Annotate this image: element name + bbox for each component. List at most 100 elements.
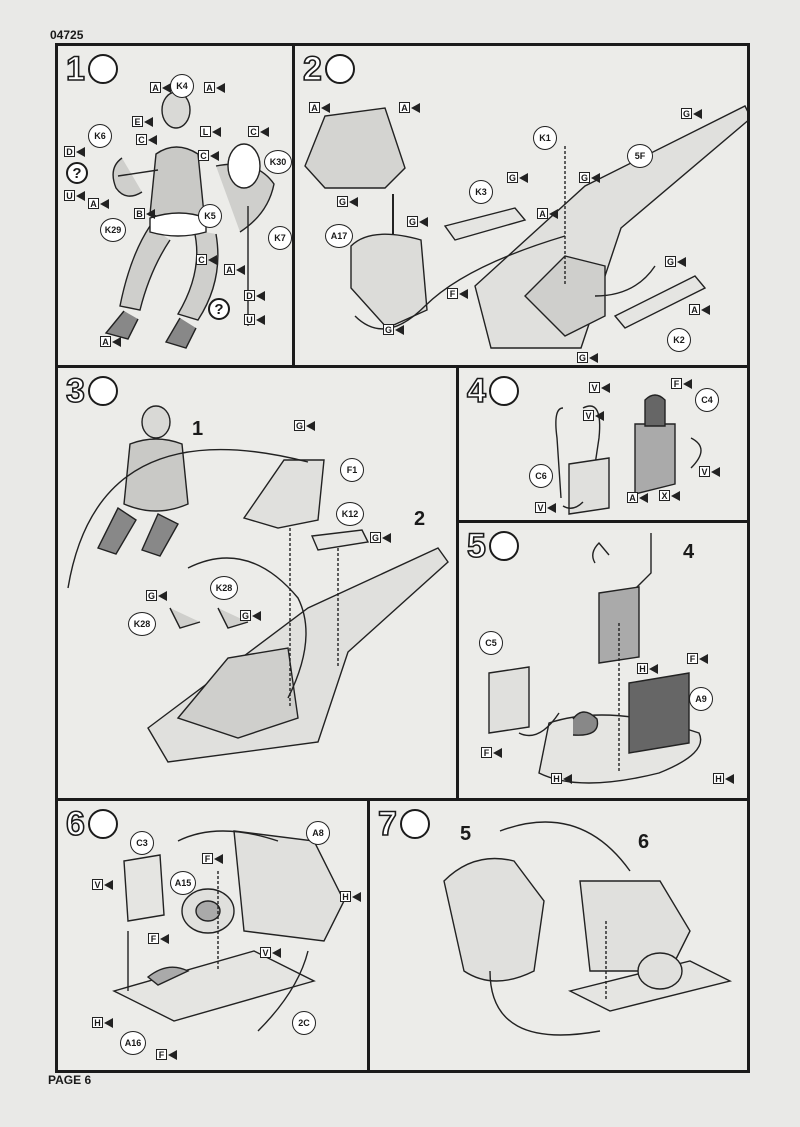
step-7-illustration: [443, 821, 733, 1036]
marker-flag: D: [64, 146, 85, 157]
subassembly-ref: 2: [414, 508, 426, 530]
step-3-illustration: [67, 405, 449, 763]
part-label: 2C: [292, 1011, 316, 1035]
glue-tube-icon: [324, 54, 355, 84]
kit-code: 04725: [50, 28, 84, 42]
marker-flag: A: [689, 304, 710, 315]
part-label: A15: [170, 871, 196, 895]
step-number: 7: [377, 805, 398, 843]
marker-flag: H: [92, 1017, 113, 1028]
part-label: C5: [479, 631, 503, 655]
marker-flag: F: [481, 747, 502, 758]
marker-flag: H: [637, 663, 658, 674]
part-label: K3: [469, 180, 493, 204]
glue-tube-icon: [399, 809, 430, 839]
marker-flag: A: [150, 82, 171, 93]
marker-flag: C: [248, 126, 269, 137]
step-number: 6: [65, 805, 86, 843]
marker-flag: F: [687, 653, 708, 664]
part-label: F1: [340, 458, 364, 482]
marker-flag: A: [627, 492, 648, 503]
subassembly-ref: 4: [683, 541, 695, 563]
part-label: K1: [533, 126, 557, 150]
marker-flag: L: [200, 126, 221, 137]
part-label: K6: [88, 124, 112, 148]
marker-flag: U: [244, 314, 265, 325]
marker-flag: G: [337, 196, 358, 207]
marker-flag: A: [399, 102, 420, 113]
marker-flag: A: [88, 198, 109, 209]
marker-flag: G: [383, 324, 404, 335]
marker-flag: A: [204, 82, 225, 93]
marker-flag: V: [589, 382, 610, 393]
subassembly-ref: 6: [638, 831, 650, 853]
marker-flag: C: [198, 150, 219, 161]
marker-flag: C: [136, 134, 157, 145]
step-2-header: 2: [302, 50, 355, 88]
optional-part-icon: ?: [66, 162, 88, 184]
step-3-header: 3: [65, 372, 118, 410]
part-label: 5F: [627, 144, 653, 168]
marker-flag: H: [713, 773, 734, 784]
step-4-panel: 4 C4 C6 V F V V V A X: [456, 365, 750, 523]
part-label: A9: [689, 687, 713, 711]
step-6-illustration: [112, 830, 345, 1032]
step-2-panel: 2 K1 5F K3 A17 K2 A A G G G A G F G G A …: [292, 43, 750, 368]
step-5-panel: 5 4 C5 A9 H F F H H: [456, 520, 750, 801]
marker-flag: H: [340, 891, 361, 902]
marker-flag: G: [665, 256, 686, 267]
part-label: C3: [130, 831, 154, 855]
marker-flag: G: [240, 610, 261, 621]
marker-flag: G: [146, 590, 167, 601]
marker-flag: A: [100, 336, 121, 347]
step-number: 3: [65, 372, 86, 410]
step-1-header: 1: [65, 50, 118, 88]
part-label: K30: [264, 150, 292, 174]
marker-flag: X: [659, 490, 680, 501]
marker-flag: G: [507, 172, 528, 183]
step-7-header: 7: [377, 805, 430, 843]
marker-flag: H: [551, 773, 572, 784]
marker-flag: G: [294, 420, 315, 431]
step-number: 4: [466, 372, 487, 410]
marker-flag: D: [244, 290, 265, 301]
part-label: K5: [198, 204, 222, 228]
marker-flag: E: [132, 116, 153, 127]
step-number: 1: [65, 50, 86, 88]
marker-flag: B: [134, 208, 155, 219]
marker-flag: G: [681, 108, 702, 119]
marker-flag: V: [699, 466, 720, 477]
part-label: K28: [210, 576, 238, 600]
part-label: K4: [170, 74, 194, 98]
glue-tube-icon: [488, 531, 519, 561]
step-6-header: 6: [65, 805, 118, 843]
part-label: K28: [128, 612, 156, 636]
part-label: K2: [667, 328, 691, 352]
marker-flag: F: [202, 853, 223, 864]
marker-flag: V: [535, 502, 556, 513]
marker-flag: G: [577, 352, 598, 363]
step-4-header: 4: [466, 372, 519, 410]
optional-part-icon: ?: [208, 298, 230, 320]
step-number: 2: [302, 50, 323, 88]
part-label: A8: [306, 821, 330, 845]
part-label: C4: [695, 388, 719, 412]
step-7-panel: 7 5 6: [367, 798, 750, 1073]
step-4-illustration: [555, 394, 702, 515]
step-5-illustration: [488, 533, 702, 784]
step-5-header: 5: [466, 528, 519, 564]
subassembly-ref: 5: [460, 823, 472, 845]
marker-flag: F: [148, 933, 169, 944]
subassembly-ref: 1: [192, 418, 204, 440]
step-1-panel: 1 K4 K6 K30 K5 K7 K29 A A E C L C D U C …: [55, 43, 295, 368]
page-number: PAGE 6: [48, 1073, 92, 1087]
marker-flag: G: [370, 532, 391, 543]
marker-flag: A: [537, 208, 558, 219]
marker-flag: A: [224, 264, 245, 275]
marker-flag: V: [92, 879, 113, 890]
glue-tube-icon: [87, 376, 118, 406]
part-label: K12: [336, 502, 364, 526]
marker-flag: A: [309, 102, 330, 113]
marker-flag: F: [671, 378, 692, 389]
glue-tube-icon: [87, 809, 118, 839]
